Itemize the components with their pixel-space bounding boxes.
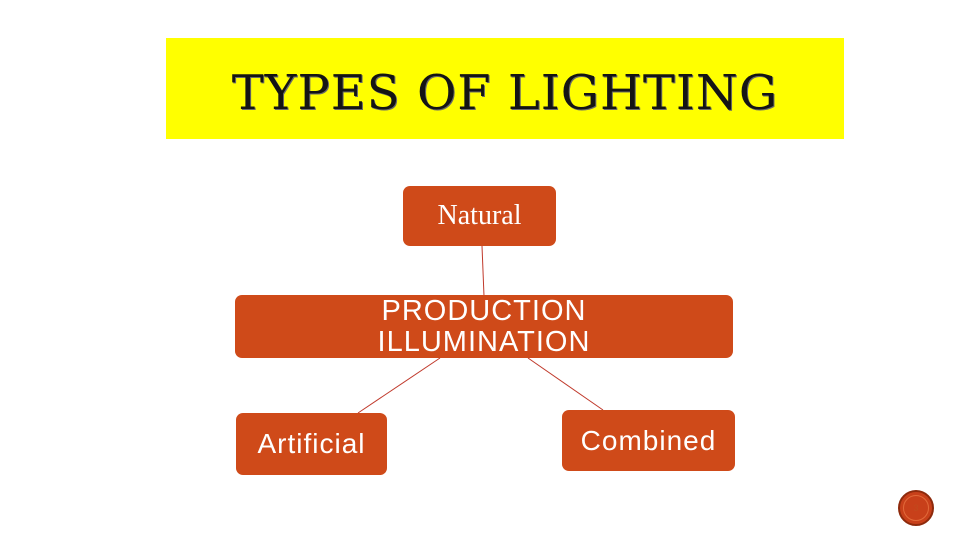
edge-production-combined — [527, 357, 604, 411]
node-artificial-label: Artificial — [257, 428, 366, 459]
node-combined-label: Combined — [580, 424, 717, 456]
node-natural-label: Natural — [437, 200, 522, 231]
page-number: 3 — [913, 503, 919, 513]
node-natural: Natural — [403, 186, 556, 246]
node-production-label-line2: ILLUMINATION — [377, 325, 591, 358]
node-production-label-line1: PRODUCTION — [381, 294, 587, 327]
node-artificial: Artificial — [236, 413, 387, 475]
title-banner: TYPES OF LIGHTING — [166, 38, 844, 139]
edge-production-artificial — [357, 357, 441, 414]
node-production-illumination: PRODUCTION ILLUMINATION — [235, 295, 733, 358]
slide-title: TYPES OF LIGHTING — [231, 64, 779, 121]
node-combined: Combined — [562, 410, 735, 471]
page-number-badge: 3 — [898, 490, 934, 526]
edge-natural-production — [481, 245, 485, 297]
